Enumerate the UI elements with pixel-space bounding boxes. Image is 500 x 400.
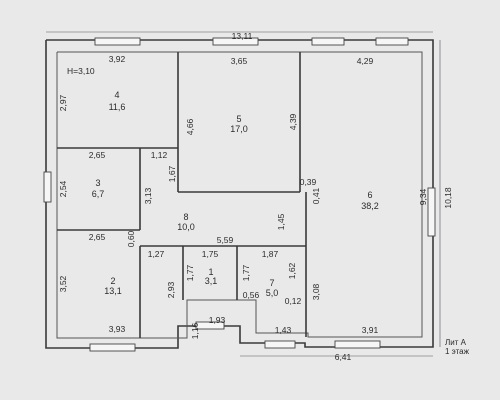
dim-056: 0,56 [243, 290, 260, 300]
room-3-number: 3 [95, 178, 100, 188]
room-6-area: 38,2 [361, 201, 379, 211]
window-r6-top-b [375, 37, 409, 46]
dim-293: 2,93 [166, 281, 176, 298]
dim-r5-left: 4,66 [185, 118, 195, 135]
room-4-area: 11,6 [109, 102, 126, 112]
dim-308: 3,08 [311, 283, 321, 300]
dim-175: 1,75 [202, 249, 219, 259]
dim-r3-left: 2,54 [58, 180, 68, 197]
dim-r5-right: 4,39 [288, 113, 298, 130]
window-r2-bottom [89, 343, 136, 352]
dim-112: 1,12 [151, 150, 168, 160]
dim-162: 1,62 [287, 262, 297, 279]
dim-559: 5,59 [217, 235, 234, 245]
outer-wall-inner [56, 51, 423, 339]
window-r6-bottom-a [264, 340, 296, 349]
dim-r4-top: 3,92 [109, 54, 126, 64]
window-porch [195, 321, 225, 330]
room-8-number: 8 [183, 212, 188, 222]
window-r6-right [427, 187, 436, 237]
dim-r5-top: 3,65 [231, 56, 248, 66]
dim-r3-top: 2,65 [89, 150, 106, 160]
dim-127: 1,27 [148, 249, 165, 259]
window-r3-left [43, 171, 52, 203]
dim-top-total: 13,11 [232, 31, 253, 41]
dim-167: 1,67 [167, 165, 177, 182]
room-6-number: 6 [367, 190, 372, 200]
dim-r2-top: 2,65 [89, 232, 106, 242]
stamp-floor: 1 этаж [445, 347, 470, 356]
dim-177b: 1,77 [241, 264, 251, 281]
dim-177a: 1,77 [185, 264, 195, 281]
dim-r6-top: 4,29 [357, 56, 374, 66]
room-5-area: 17,0 [230, 124, 248, 134]
room-3-area: 6,7 [92, 189, 105, 199]
room-1-area: 3,1 [205, 276, 218, 286]
room-1-number: 1 [208, 267, 213, 277]
room-7-area: 5,0 [266, 288, 279, 298]
dim-r6-inner-h: 9,34 [418, 188, 428, 205]
window-r5-top [212, 37, 259, 46]
dim-116: 1,16 [190, 322, 200, 339]
room-4-number: 4 [114, 90, 119, 100]
room-7-number: 7 [269, 278, 274, 288]
dim-r2-left: 3,52 [58, 275, 68, 292]
window-r6-top-a [311, 37, 345, 46]
dim-r6-bottom: 3,91 [362, 325, 379, 335]
window-r4-top [94, 37, 141, 46]
dim-bottom-total: 6,41 [335, 352, 352, 362]
dim-145: 1,45 [276, 213, 286, 230]
room-2-area: 13,1 [104, 286, 122, 296]
dim-r4-left: 2,97 [58, 94, 68, 111]
room-2-number: 2 [110, 276, 115, 286]
dim-187: 1,87 [262, 249, 279, 259]
dim-r6-outer-h: 10,18 [443, 187, 453, 209]
dim-039: 0,39 [300, 177, 317, 187]
room-8-area: 10,0 [177, 222, 195, 232]
dim-143: 1,43 [275, 325, 292, 335]
ceiling-height-note: H=3,10 [67, 66, 95, 76]
room-5-number: 5 [236, 114, 241, 124]
dim-r2-bottom: 3,93 [109, 324, 126, 334]
dim-313: 3,13 [143, 187, 153, 204]
dim-060: 0,60 [126, 230, 136, 247]
window-r6-bottom-b [334, 340, 381, 349]
dim-012: 0,12 [285, 296, 302, 306]
dim-041: 0,41 [311, 187, 321, 204]
dim-193: 1,93 [209, 315, 226, 325]
stamp-lit: Лит А [445, 338, 467, 347]
